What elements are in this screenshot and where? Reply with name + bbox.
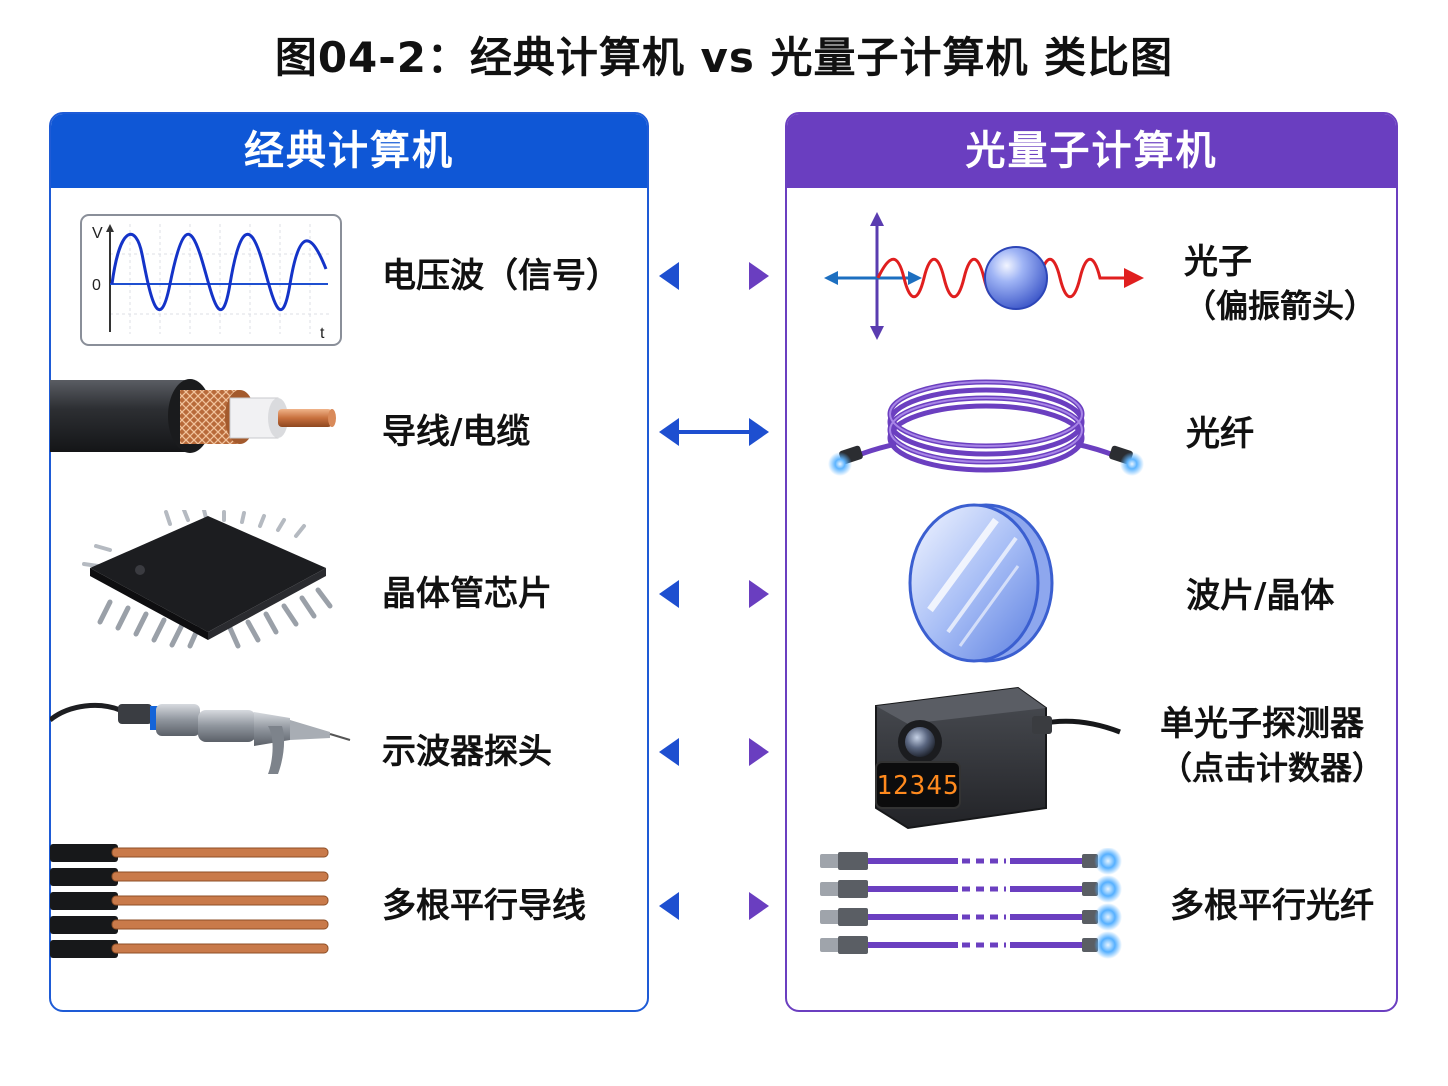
analogy-arrow-3 bbox=[655, 574, 773, 614]
label-photon-main: 光子 bbox=[1184, 242, 1252, 282]
label-voltage-wave: 电压波（信号） bbox=[382, 254, 620, 298]
analogy-arrow-1 bbox=[655, 256, 773, 296]
label-wave-plate: 波片/晶体 bbox=[1186, 574, 1334, 618]
analogy-arrow-4 bbox=[655, 732, 773, 772]
classical-panel-header: 经典计算机 bbox=[51, 114, 647, 188]
parallel-fibers-illustration bbox=[818, 848, 1128, 960]
counter-display: 12345 bbox=[876, 771, 959, 801]
analogy-arrow-5 bbox=[655, 886, 773, 926]
waveform-axis-v-label: V bbox=[92, 225, 103, 242]
label-detector-main: 单光子探测器 bbox=[1160, 704, 1364, 744]
photon-polarization-illustration bbox=[820, 208, 1150, 344]
label-photon: 光子 （偏振箭头） bbox=[1184, 240, 1376, 328]
photonic-panel-header: 光量子计算机 bbox=[787, 114, 1396, 188]
wave-plate-illustration bbox=[900, 500, 1060, 666]
waveform-axis-t-label: t bbox=[320, 325, 325, 342]
optical-fiber-illustration bbox=[826, 372, 1146, 484]
label-single-photon-detector: 单光子探测器 （点击计数器） bbox=[1160, 702, 1384, 790]
single-photon-detector-illustration: 12345 bbox=[868, 678, 1128, 834]
analogy-arrow-2 bbox=[655, 412, 773, 452]
label-wire-cable: 导线/电缆 bbox=[382, 410, 530, 454]
label-parallel-wires: 多根平行导线 bbox=[382, 884, 586, 928]
label-transistor-chip: 晶体管芯片 bbox=[382, 572, 552, 616]
label-detector-sub: （点击计数器） bbox=[1160, 746, 1384, 790]
label-photon-sub: （偏振箭头） bbox=[1184, 284, 1376, 328]
coaxial-cable-illustration bbox=[50, 376, 340, 466]
label-parallel-fibers: 多根平行光纤 bbox=[1170, 884, 1374, 928]
parallel-wires-illustration bbox=[50, 842, 335, 966]
label-optical-fiber: 光纤 bbox=[1186, 412, 1254, 456]
transistor-chip-illustration bbox=[70, 510, 340, 650]
label-oscilloscope-probe: 示波器探头 bbox=[382, 730, 552, 774]
page-title: 图04-2：经典计算机 vs 光量子计算机 类比图 bbox=[0, 24, 1448, 85]
voltage-waveform-illustration: V 0 t bbox=[80, 214, 344, 348]
waveform-axis-zero-label: 0 bbox=[92, 277, 101, 294]
oscilloscope-probe-illustration bbox=[50, 690, 355, 780]
